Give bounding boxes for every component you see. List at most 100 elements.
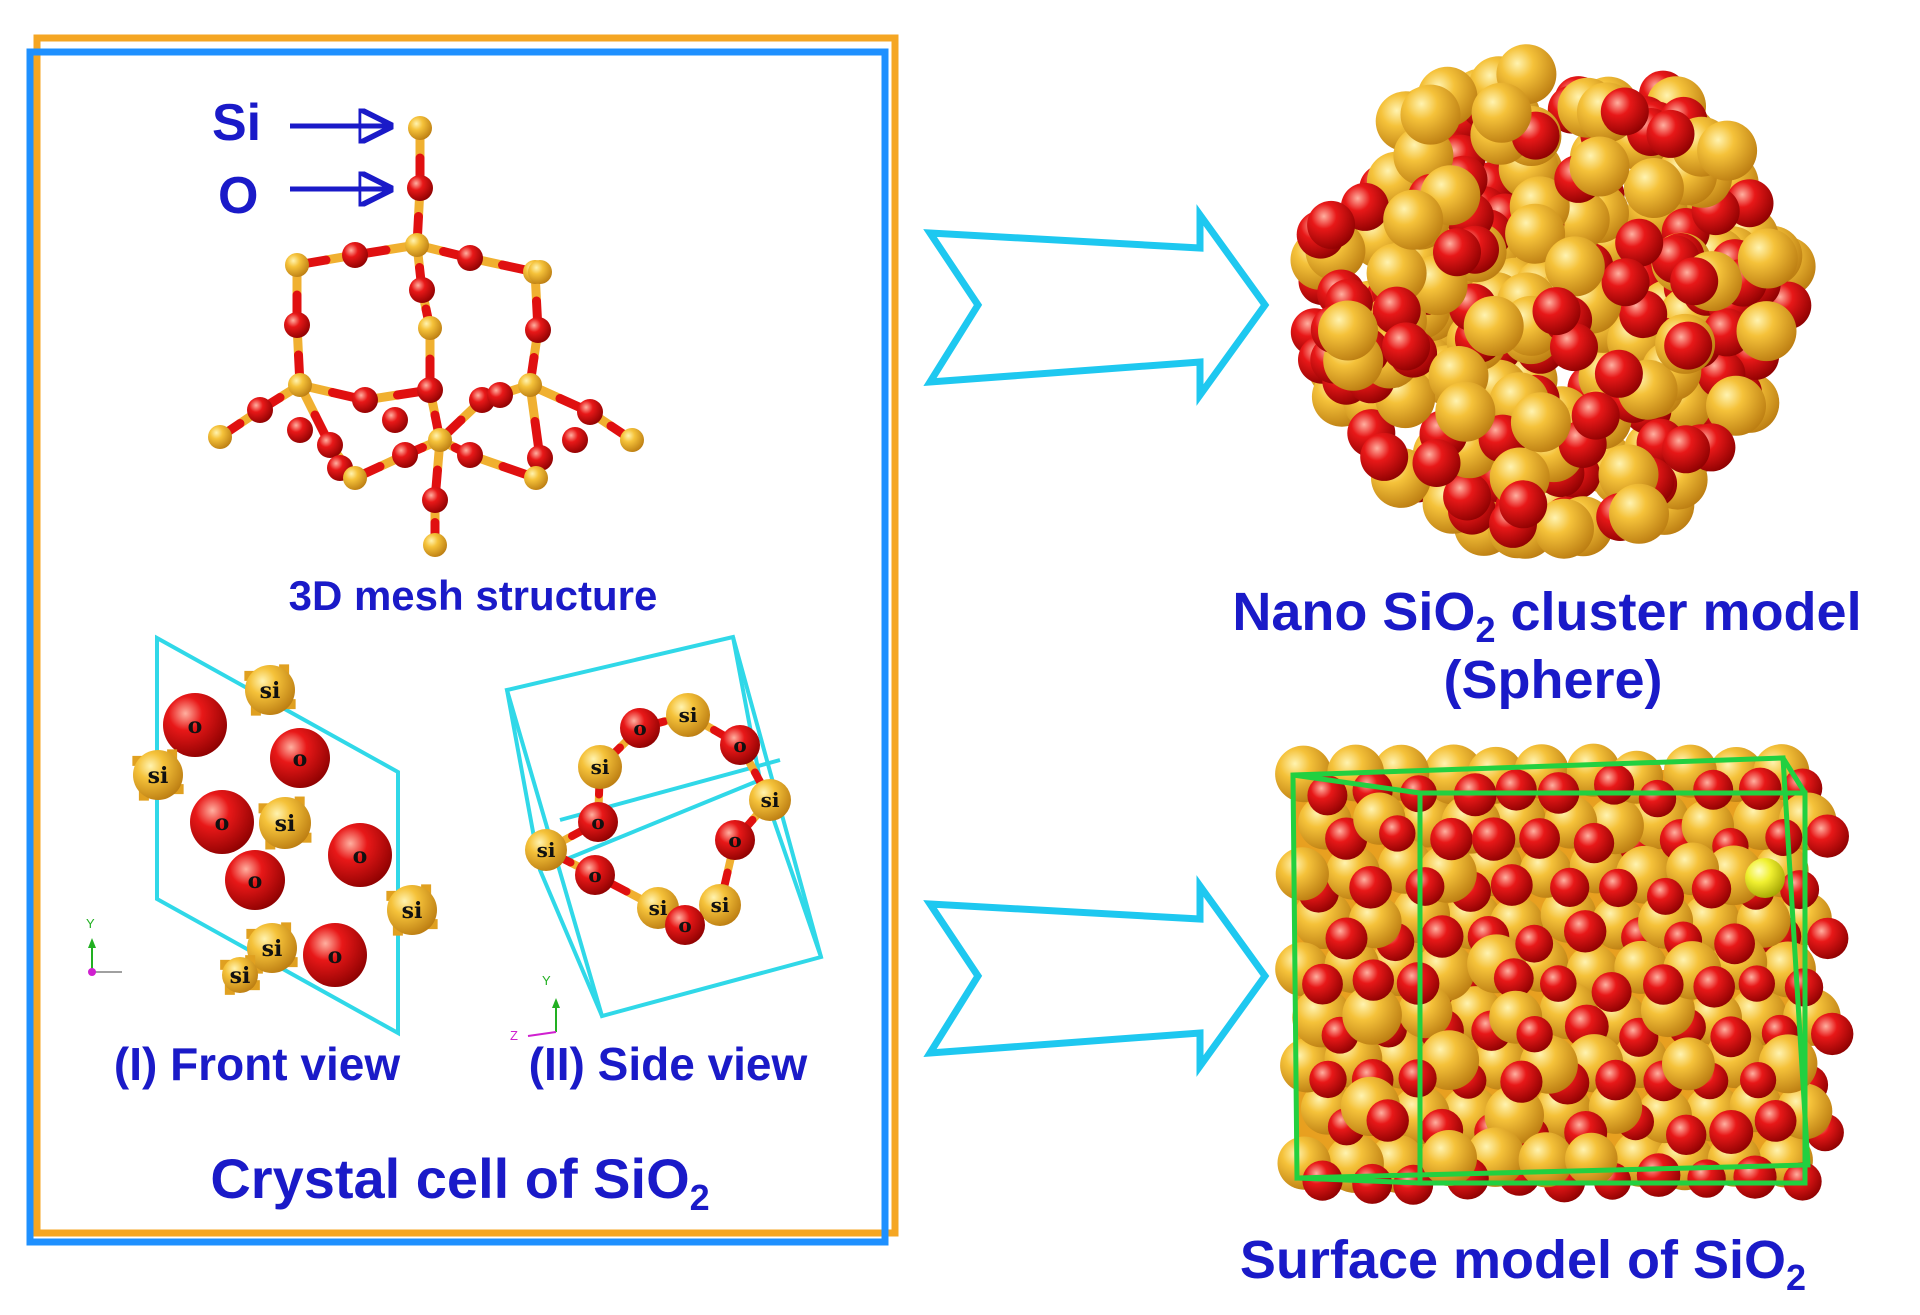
cluster-silicon-atom	[1544, 236, 1605, 297]
surface-oxygen-atom	[1352, 959, 1395, 1001]
mesh-oxygen-atom	[382, 407, 408, 433]
mesh-oxygen-atom	[562, 427, 588, 453]
side-view-axis-gizmo: Y Z	[510, 973, 560, 1043]
front-axis-y: Y	[86, 916, 95, 931]
surface-oxygen-atom	[1591, 972, 1632, 1012]
cluster-oxygen-atom	[1382, 322, 1431, 371]
cluster-silicon-atom	[1569, 136, 1630, 197]
si-marker: Si	[212, 94, 390, 152]
front-silicon-atom	[247, 923, 297, 973]
surface-oxygen-atom	[1636, 1153, 1681, 1197]
cluster-oxygen-atom	[1615, 218, 1664, 267]
surface-oxygen-atom	[1516, 1015, 1553, 1053]
mesh-silicon-atom	[518, 373, 542, 397]
mesh-oxygen-atom	[392, 442, 418, 468]
surface-oxygen-atom	[1349, 866, 1392, 909]
front-silicon-atom	[222, 957, 258, 993]
arrow-to-cluster	[923, 204, 1270, 406]
side-o-label: o	[678, 913, 691, 937]
mesh-oxygen-atom	[317, 432, 343, 458]
cluster-silicon-atom	[1400, 84, 1461, 145]
surface-oxygen-atom	[1405, 867, 1445, 906]
front-view-caption: (I) Front view	[114, 1038, 400, 1090]
mesh-silicon-atom	[408, 116, 432, 140]
cluster-silicon-atom	[1736, 301, 1797, 362]
surface-oxygen-atom	[1780, 870, 1820, 910]
front-si-label: si	[402, 898, 423, 924]
cluster-oxygen-atom	[1594, 349, 1643, 398]
front-si-label: si	[262, 936, 283, 962]
side-view-caption: (II) Side view	[529, 1038, 808, 1090]
surface-oxygen-atom	[1643, 964, 1684, 1005]
cluster-oxygen-atom	[1670, 257, 1719, 306]
surface-oxygen-atom	[1420, 915, 1464, 958]
surface-oxygen-atom	[1740, 1062, 1777, 1099]
side-si-label: si	[679, 703, 698, 727]
side-si-label: si	[761, 788, 780, 812]
mesh-oxygen-atom	[342, 242, 368, 268]
side-oxygen-atom	[575, 855, 615, 895]
cluster-oxygen-atom	[1571, 391, 1620, 440]
surface-oxygen-atom	[1710, 1016, 1752, 1058]
front-oxygen-atom	[190, 790, 254, 854]
cluster-silicon-atom	[1737, 228, 1798, 289]
surface-oxygen-atom	[1307, 775, 1348, 816]
cluster-oxygen-atom	[1601, 258, 1650, 307]
cluster-caption-line1: Nano SiO2 cluster model	[1232, 582, 1861, 650]
front-o-label: o	[215, 810, 230, 836]
surface-oxygen-atom	[1666, 1114, 1707, 1156]
surface-oxygen-atom	[1693, 769, 1734, 810]
cluster-caption-line2: (Sphere)	[1443, 650, 1662, 710]
cluster-oxygen-atom	[1532, 287, 1581, 336]
cluster-oxygen-atom	[1412, 439, 1461, 487]
front-si-label: si	[260, 678, 281, 704]
surface-oxygen-atom	[1366, 1099, 1409, 1142]
surface-oxygen-atom	[1647, 877, 1684, 915]
crystal-cell-title: Crystal cell of SiO2	[210, 1147, 709, 1218]
surface-oxygen-atom	[1807, 917, 1849, 960]
cluster-oxygen-atom	[1664, 321, 1713, 370]
mesh-oxygen-atom	[417, 377, 443, 403]
surface-oxygen-atom	[1738, 965, 1776, 1002]
side-oxygen-atom	[578, 802, 618, 842]
surface-oxygen-atom	[1638, 779, 1677, 818]
mesh-oxygen-atom	[487, 382, 513, 408]
cluster-silicon-atom	[1505, 203, 1566, 264]
mesh-silicon-atom	[288, 373, 312, 397]
surface-silicon-atom	[1342, 985, 1402, 1045]
front-silicon-atom	[133, 750, 183, 800]
surface-oxygen-atom	[1765, 819, 1803, 856]
mesh-silicon-atom	[285, 253, 309, 277]
mesh-oxygen-atom	[287, 417, 313, 443]
surface-oxygen-atom	[1564, 910, 1607, 953]
cluster-silicon-atom	[1463, 296, 1524, 356]
mesh-silicon-atom	[423, 533, 447, 557]
front-si-label: si	[148, 763, 169, 789]
mesh-oxygen-atom	[409, 277, 435, 303]
side-o-label: o	[588, 863, 601, 887]
surface-box-edges	[1290, 755, 1811, 1186]
mesh-silicon-atom	[528, 260, 552, 284]
mesh-silicon-atom	[343, 466, 367, 490]
side-axis-y: Y	[542, 973, 551, 988]
cluster-silicon-atom	[1318, 300, 1378, 361]
surface-oxygen-atom	[1493, 958, 1534, 998]
o-marker: O	[218, 167, 390, 225]
surface-highlight-atom	[1745, 858, 1785, 898]
front-oxygen-atom	[225, 850, 285, 910]
mesh-oxygen-atom	[457, 442, 483, 468]
front-view-cell-outline	[155, 634, 400, 1037]
mesh-oxygen-atom	[577, 399, 603, 425]
surface-oxygen-atom	[1302, 963, 1343, 1005]
mesh-silicon-atom	[428, 428, 452, 452]
surface-silicon-atom	[1662, 1037, 1715, 1091]
cluster-silicon-atom	[1697, 120, 1758, 181]
surface-model-box	[1275, 743, 1854, 1205]
surface-oxygen-atom	[1739, 767, 1782, 810]
side-silicon-atom	[749, 779, 791, 821]
surface-oxygen-atom	[1709, 1110, 1754, 1154]
front-silicon-atom	[259, 797, 311, 849]
side-o-label: o	[633, 716, 646, 740]
